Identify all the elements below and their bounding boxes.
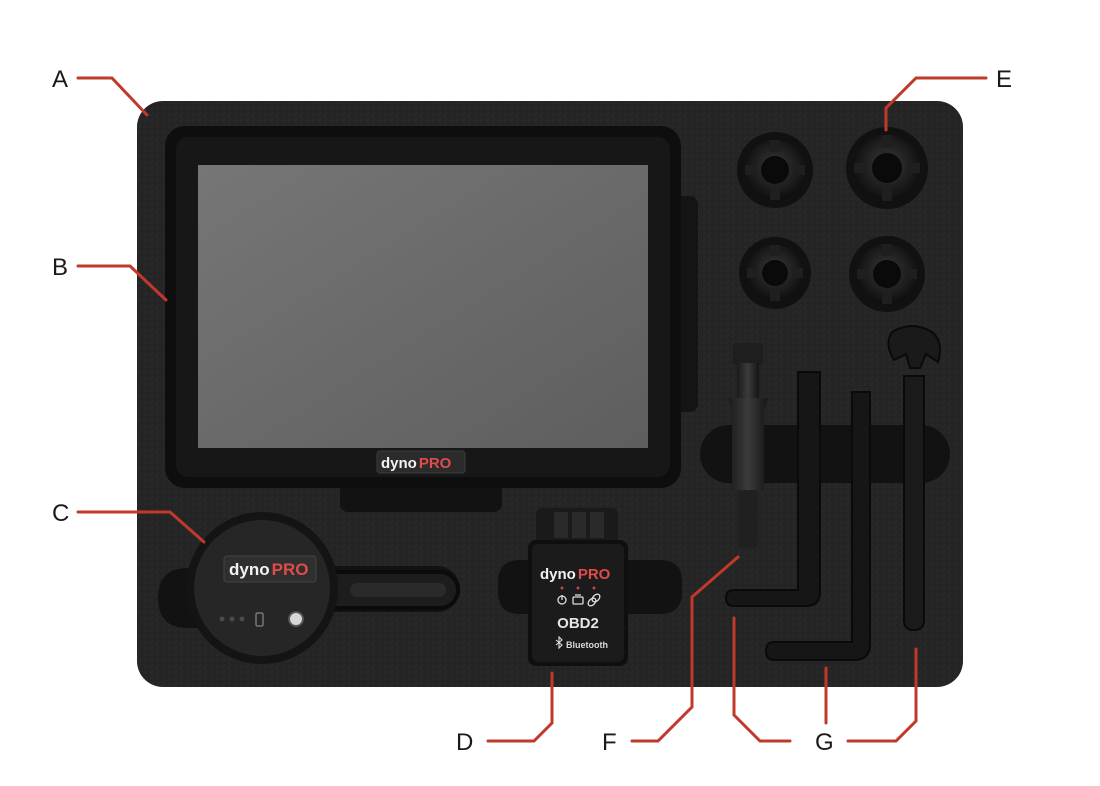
power-button-icon <box>288 611 304 627</box>
sensor-led-1 <box>219 616 225 622</box>
engine-status-icon <box>572 594 584 605</box>
callout-line-g-right <box>846 647 918 743</box>
wrench <box>887 325 941 632</box>
callout-letters: A B C D E F G <box>52 66 1012 756</box>
callout-a: A <box>52 66 68 93</box>
hex-key-set <box>724 371 871 661</box>
socket-set <box>737 127 928 312</box>
bluetooth-label: Bluetooth <box>566 640 608 650</box>
callout-c: C <box>52 500 69 527</box>
callout-f: F <box>602 729 617 756</box>
brand-dyno-text: dyno <box>381 455 417 472</box>
callout-line-a <box>76 76 149 117</box>
callout-line-c <box>76 510 206 544</box>
sensor-led-3 <box>239 616 245 622</box>
obd2-label: OBD2 <box>557 615 599 632</box>
puller-tool <box>728 343 768 548</box>
usb-port-icon <box>255 612 264 627</box>
callout-line-g-left <box>732 616 792 743</box>
socket-3 <box>739 237 811 309</box>
power-status-icon <box>557 595 567 605</box>
callout-line-f <box>630 555 740 743</box>
callout-line-b <box>76 264 168 302</box>
socket-4 <box>849 236 925 312</box>
bluetooth-icon <box>555 635 563 650</box>
callout-d: D <box>456 729 473 756</box>
callout-line-e <box>884 76 988 132</box>
callout-e: E <box>996 66 1012 93</box>
callout-g: G <box>815 729 834 756</box>
socket-1 <box>737 132 813 208</box>
link-status-icon <box>587 593 601 607</box>
socket-2 <box>846 127 928 209</box>
sensor-led-2 <box>229 616 235 622</box>
callout-lines <box>76 76 988 743</box>
callout-line-d <box>486 671 554 743</box>
tablet-screen <box>198 165 648 448</box>
brand-pro-text: PRO <box>419 455 452 472</box>
callout-b: B <box>52 254 68 281</box>
